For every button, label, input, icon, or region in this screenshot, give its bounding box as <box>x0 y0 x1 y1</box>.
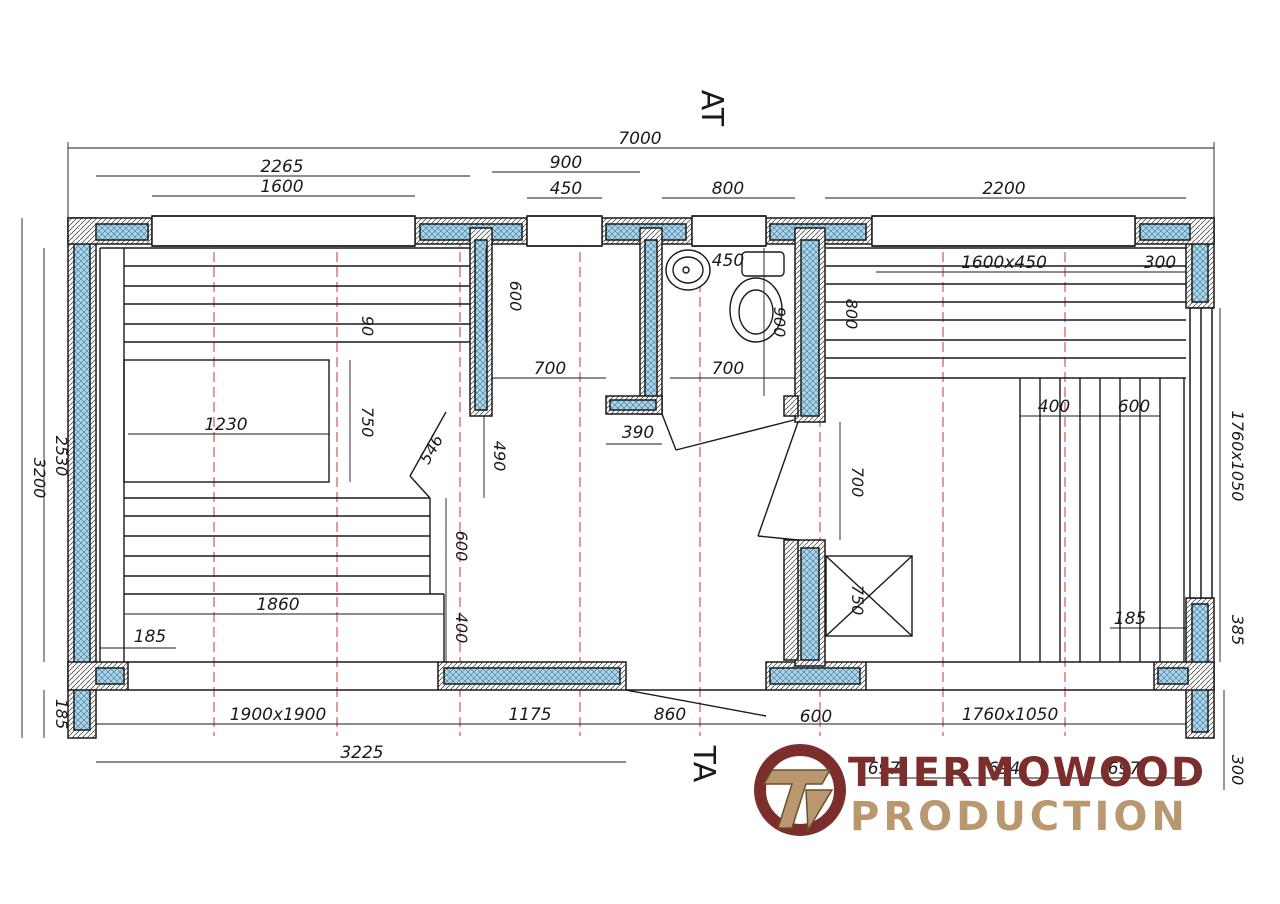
outer-walls <box>67 215 1215 739</box>
dim-wc-wall: 390 <box>622 423 654 443</box>
dim-inner-height: 2530 <box>52 436 71 477</box>
partitions <box>469 227 826 667</box>
dim-bench-400: 400 <box>1038 397 1070 417</box>
dim-bottom-1760: 1760x1050 <box>962 705 1059 725</box>
dim-corridor-700-right: 700 <box>712 359 744 379</box>
dim-overall-width: 7000 <box>618 129 661 149</box>
dim-sauna-lower-600: 600 <box>452 531 471 562</box>
dim-corridor-700-left: 700 <box>534 359 566 379</box>
dim-sauna-window: 1600 <box>260 177 303 197</box>
dim-sauna-lower-400: 400 <box>452 613 471 644</box>
corridor-fixtures <box>625 249 913 717</box>
dim-wc-depth: 900 <box>770 307 789 338</box>
dim-bench-600: 600 <box>1118 397 1150 417</box>
dim-sauna-partition-upper: 600 <box>506 281 525 312</box>
brand-logo: THERMOWOOD PRODUCTION <box>754 744 1206 840</box>
dim-corridor-window: 450 <box>550 179 582 199</box>
dim-corridor-width: 900 <box>550 153 582 173</box>
dim-bottom-860: 860 <box>654 705 686 725</box>
dim-bottom-300: 300 <box>1228 755 1247 786</box>
dim-stove-width: 1230 <box>204 415 247 435</box>
section-mark-bottom: TA <box>686 745 721 783</box>
dim-bench-length: 1860 <box>256 595 299 615</box>
dim-partition-gap: 490 <box>490 441 509 472</box>
dim-side-385: 385 <box>1228 615 1247 646</box>
brand-name-line2: PRODUCTION <box>850 794 1189 840</box>
dimension-lines <box>21 142 1225 790</box>
dim-rest-window: 1600x450 <box>961 253 1047 273</box>
brand-emblem-icon <box>754 744 846 836</box>
rest-benches <box>826 247 1186 662</box>
dim-door-swing: 546 <box>415 431 447 467</box>
dim-stove-depth: 750 <box>358 407 377 438</box>
dim-bottom-3225: 3225 <box>340 743 383 763</box>
dim-wc-width: 800 <box>712 179 744 199</box>
dim-overall-height: 3200 <box>30 458 49 499</box>
dim-rest-185: 185 <box>1114 609 1146 629</box>
dim-bench-gap: 90 <box>358 316 377 336</box>
dim-rest-window-offset: 300 <box>1144 253 1176 273</box>
dim-rest-bench-depth: 800 <box>842 299 861 330</box>
dim-floor-697-right: 697 <box>1108 759 1141 779</box>
dim-bottom-600: 600 <box>800 707 832 727</box>
brand-name-line1: THERMOWOOD <box>848 750 1206 796</box>
dim-door-700: 700 <box>848 467 867 498</box>
dim-floor-697-left: 697 <box>868 759 901 779</box>
sauna-benches <box>99 247 470 662</box>
dim-bottom-1175: 1175 <box>508 705 551 725</box>
dim-floor-694: 694 <box>988 759 1020 779</box>
dim-bottom-185-left: 185 <box>134 627 166 647</box>
dim-window-1900: 1900x1900 <box>230 705 327 725</box>
dim-shower-750: 750 <box>848 585 867 616</box>
dim-bottom-185-side: 185 <box>52 699 71 730</box>
dim-wc-sink: 450 <box>712 251 744 271</box>
dim-rest-window-side: 1760x1050 <box>1228 411 1247 502</box>
section-mark-top: AT <box>694 90 729 127</box>
dim-rest-width: 2200 <box>982 179 1025 199</box>
dim-sauna-width: 2265 <box>260 157 303 177</box>
